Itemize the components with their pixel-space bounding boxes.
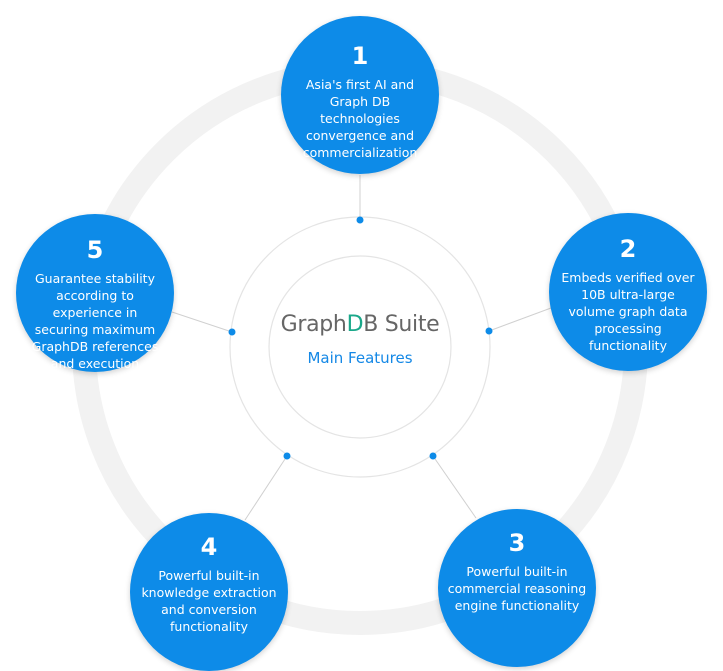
feature-number: 4 bbox=[200, 533, 218, 561]
connector-dot-2 bbox=[485, 327, 493, 335]
feature-description: Embeds verified over 10B ultra-large vol… bbox=[561, 270, 695, 353]
feature-circle-3: 3 Powerful built-in commercial reasoning… bbox=[438, 509, 596, 667]
connector-dot-4 bbox=[283, 452, 291, 460]
center-label: GraphDB Suite Main Features bbox=[270, 312, 450, 367]
connector-dot-5 bbox=[228, 328, 236, 336]
brand-prefix: Graph bbox=[280, 312, 347, 337]
feature-number: 3 bbox=[508, 529, 526, 557]
feature-description: Powerful built-in commercial reasoning e… bbox=[447, 564, 587, 613]
feature-description: Guarantee stability according to experie… bbox=[31, 271, 159, 371]
connector-5 bbox=[171, 311, 233, 333]
feature-circle-4: 4 Powerful built-in knowledge extraction… bbox=[130, 513, 288, 671]
feature-description: Powerful built-in knowledge extraction a… bbox=[141, 568, 277, 634]
connector-dot-1 bbox=[356, 216, 364, 224]
inner-ring-inner bbox=[268, 255, 452, 439]
feature-number: 1 bbox=[351, 42, 369, 70]
brand-suffix: Suite bbox=[378, 312, 440, 337]
feature-circle-5: 5 Guarantee stability according to exper… bbox=[16, 214, 174, 372]
connector-4 bbox=[244, 455, 288, 521]
graphdb-suite-logo: GraphDB Suite bbox=[270, 312, 450, 337]
feature-number: 5 bbox=[86, 236, 104, 264]
feature-circle-1: 1 Asia's first AI and Graph DB technolog… bbox=[281, 16, 439, 174]
connector-2 bbox=[488, 307, 552, 332]
brand-db-b: B bbox=[363, 312, 379, 337]
connector-dot-3 bbox=[429, 452, 437, 460]
feature-description: Asia's first AI and Graph DB technologie… bbox=[302, 77, 418, 160]
feature-circle-2: 2 Embeds verified over 10B ultra-large v… bbox=[549, 213, 707, 371]
brand-db-d: D bbox=[346, 312, 364, 337]
feature-number: 2 bbox=[619, 235, 637, 263]
connector-3 bbox=[432, 455, 477, 519]
main-features-subtitle: Main Features bbox=[307, 349, 413, 367]
